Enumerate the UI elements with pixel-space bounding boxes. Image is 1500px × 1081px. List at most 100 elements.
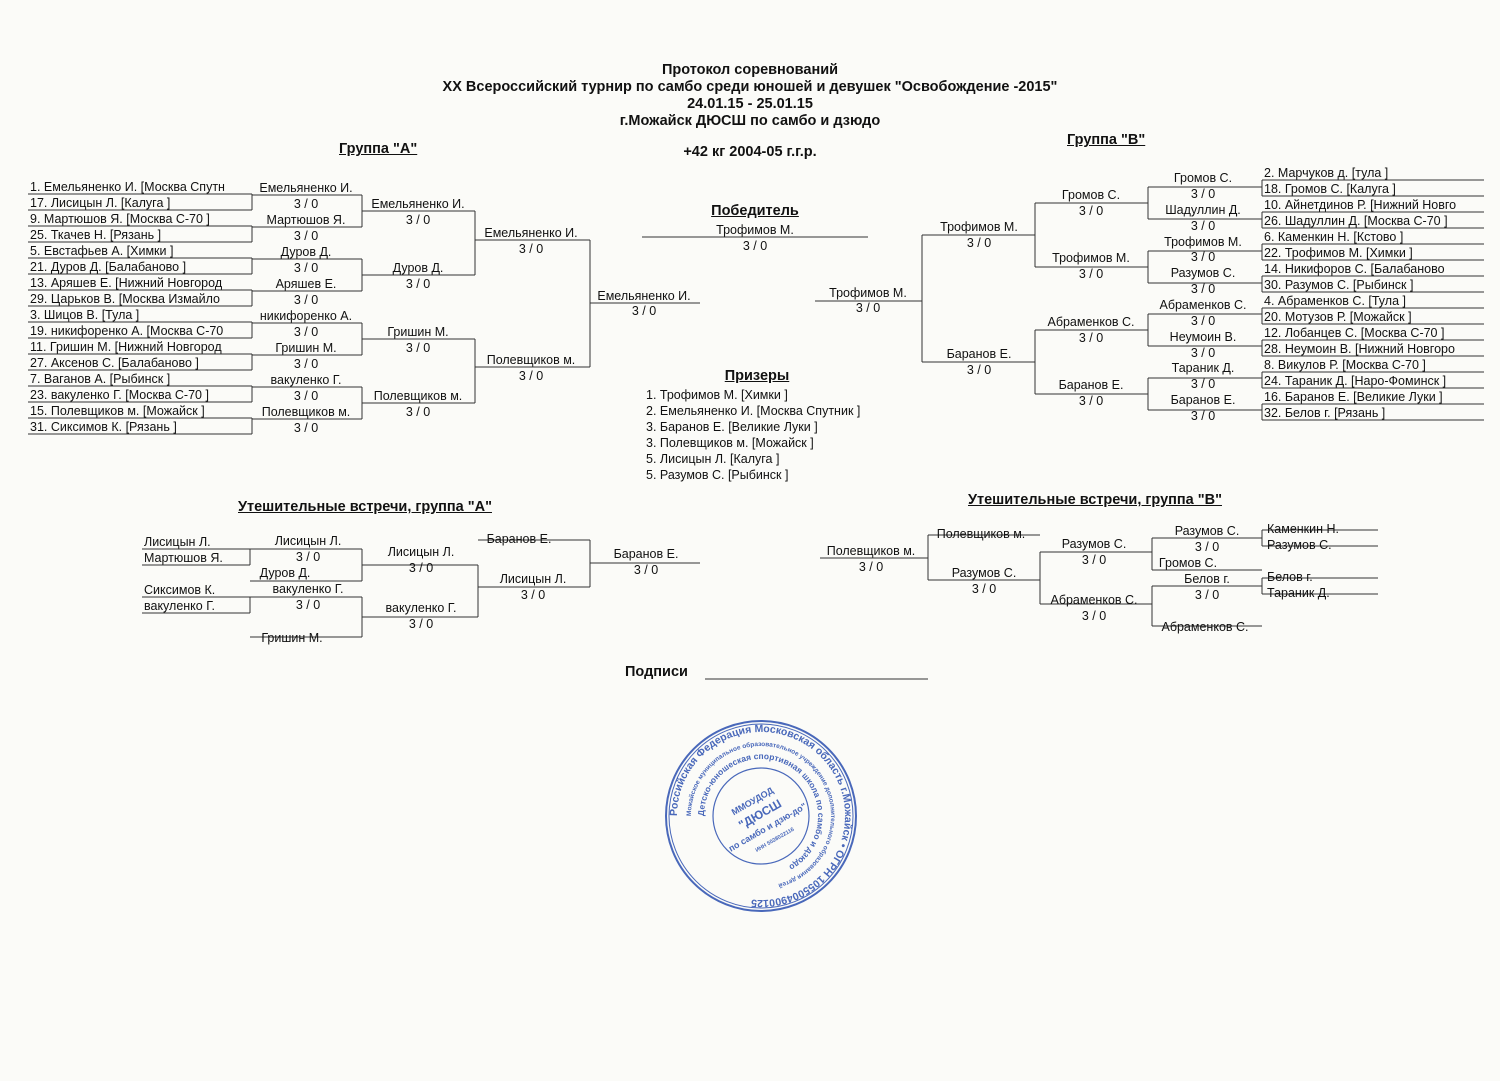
group-b-final-winner: Трофимов М. <box>829 286 907 300</box>
consol-entrant: Каменкин Н. <box>1267 522 1340 536</box>
entrant: 25. Ткачев Н. [Рязань ] <box>30 228 162 242</box>
entrant: 12. Лобанцев С. [Москва С-70 ] <box>1264 326 1445 340</box>
bout-winner: Баранов Е. <box>1170 393 1236 407</box>
consol-entrant: Громов С. <box>1158 556 1218 570</box>
bout-score: 3 / 0 <box>1081 553 1107 567</box>
bout-score: 3 / 0 <box>520 588 546 602</box>
bout-score: 3 / 0 <box>408 561 434 575</box>
bout-score: 3 / 0 <box>966 236 992 250</box>
bout-score: 3 / 0 <box>293 261 319 275</box>
bout-score: 3 / 0 <box>1194 540 1220 554</box>
bout-winner: Трофимов М. <box>1164 235 1242 249</box>
weight-category: +42 кг 2004-05 г.г.р. <box>683 144 817 160</box>
bout-score: 3 / 0 <box>408 617 434 631</box>
entrant: 31. Сиксимов К. [Рязань ] <box>30 420 177 434</box>
bout-winner: Полевщиков м. <box>373 389 463 403</box>
bout-winner: Баранов Е. <box>1058 378 1124 392</box>
bout-score: 3 / 0 <box>1190 187 1216 201</box>
bout-winner: Лисицын Л. <box>499 572 567 586</box>
consol-entrant: Мартюшов Я. <box>144 551 223 565</box>
consol-b-winner: Полевщиков м. <box>826 544 916 558</box>
prize-item: 2. Емельяненко И. [Москва Спутник ] <box>646 404 861 418</box>
bout-winner: Тараник Д. <box>1171 361 1235 375</box>
bout-winner: вакуленко Г. <box>385 601 457 615</box>
bout-winner: Трофимов М. <box>940 220 1018 234</box>
bout-score: 3 / 0 <box>1078 204 1104 218</box>
bout-winner: Шадуллин Д. <box>1165 203 1241 217</box>
bout-winner: Полевщиков м. <box>261 405 351 419</box>
entrant: 17. Лисицын Л. [Калуга ] <box>30 196 171 210</box>
entrant: 21. Дуров Д. [Балабаново ] <box>30 260 187 274</box>
consol-a-winner: Баранов Е. <box>613 547 679 561</box>
bout-score: 3 / 0 <box>1190 409 1216 423</box>
consol-entrant: Гришин М. <box>261 631 323 645</box>
bout-score: 3 / 0 <box>1190 282 1216 296</box>
entrant: 32. Белов г. [Рязань ] <box>1264 406 1386 420</box>
entrant: 5. Евстафьев А. [Химки ] <box>30 244 174 258</box>
consol-entrant: Лисицын Л. <box>144 535 211 549</box>
entrant: 3. Шицов В. [Тула ] <box>30 308 140 322</box>
entrant: 28. Неумоин В. [Нижний Новгоро <box>1264 342 1455 356</box>
bout-winner: Абраменков С. <box>1050 593 1138 607</box>
entrant: 4. Абраменков С. [Тула ] <box>1264 294 1406 308</box>
bout-score: 3 / 0 <box>293 325 319 339</box>
bout-score: 3 / 0 <box>518 369 544 383</box>
entrant: 24. Тараник Д. [Наро-Фоминск ] <box>1264 374 1447 388</box>
entrant: 11. Гришин М. [Нижний Новгород <box>30 340 222 354</box>
prize-item: 5. Лисицын Л. [Калуга ] <box>646 452 780 466</box>
bout-score: 3 / 0 <box>1081 609 1107 623</box>
bout-score: 3 / 0 <box>293 357 319 371</box>
bout-score: 3 / 0 <box>1190 314 1216 328</box>
bout-winner: Мартюшов Я. <box>266 213 346 227</box>
consol-entrant: Баранов Е. <box>486 532 552 546</box>
entrant: 22. Трофимов М. [Химки ] <box>1264 246 1413 260</box>
entrant: 6. Каменкин Н. [Кстово ] <box>1264 230 1404 244</box>
entrant: 13. Аряшев Е. [Нижний Новгород <box>30 276 223 290</box>
entrant: 19. никифоренко А. [Москва С-70 <box>30 324 224 338</box>
consolation-a-title: Утешительные встречи, группа "А" <box>238 499 492 515</box>
entrant: 14. Никифоров С. [Балабаново <box>1264 262 1445 276</box>
entrant: 15. Полевщиков м. [Можайск ] <box>30 404 205 418</box>
consolation-b-title: Утешительные встречи, группа "В" <box>968 492 1222 508</box>
bout-score: 3 / 0 <box>295 550 321 564</box>
bout-winner: Неумоин В. <box>1169 330 1237 344</box>
bout-score: 3 / 0 <box>966 363 992 377</box>
bout-winner: Абраменков С. <box>1159 298 1247 312</box>
bout-winner: Полевщиков м. <box>486 353 576 367</box>
entrant: 18. Громов С. [Калуга ] <box>1264 182 1396 196</box>
bout-score: 3 / 0 <box>405 341 431 355</box>
consol-entrant: Сиксимов К. <box>144 583 216 597</box>
bout-winner: никифоренко А. <box>259 309 353 323</box>
prize-item: 3. Полевщиков м. [Можайск ] <box>646 436 814 450</box>
bout-winner: Громов С. <box>1173 171 1233 185</box>
prize-item: 1. Трофимов М. [Химки ] <box>646 388 788 402</box>
entrant: 1. Емельяненко И. [Москва Спутн <box>30 180 225 194</box>
bout-winner: Аряшев Е. <box>275 277 337 291</box>
bout-score: 3 / 0 <box>405 277 431 291</box>
bout-score: 3 / 0 <box>405 405 431 419</box>
bout-score: 3 / 0 <box>1190 250 1216 264</box>
entrant: 2. Марчуков д. [тула ] <box>1264 166 1389 180</box>
entrant: 10. Айнетдинов Р. [Нижний Новго <box>1264 198 1457 212</box>
entrant: 26. Шадуллин Д. [Москва С-70 ] <box>1264 214 1448 228</box>
prizes-title: Призеры <box>724 368 790 384</box>
entrant: 23. вакуленко Г. [Москва С-70 ] <box>30 388 209 402</box>
bout-winner: вакуленко Г. <box>270 373 342 387</box>
bout-score: 3 / 0 <box>293 229 319 243</box>
entrant: 29. Царьков В. [Москва Измайло <box>30 292 220 306</box>
bout-winner: вакуленко Г. <box>272 582 344 596</box>
entrant: 16. Баранов Е. [Великие Луки ] <box>1264 390 1443 404</box>
consol-entrant: Разумов С. <box>1267 538 1332 552</box>
group-a-final-score: 3 / 0 <box>631 304 657 318</box>
winner-title: Победитель <box>711 203 799 219</box>
bout-score: 3 / 0 <box>1190 219 1216 233</box>
entrant: 7. Ваганов А. [Рыбинск ] <box>30 372 171 386</box>
bout-winner: Разумов С. <box>1170 266 1236 280</box>
bout-score: 3 / 0 <box>1190 377 1216 391</box>
entrant: 20. Мотузов Р. [Можайск ] <box>1264 310 1412 324</box>
entrant: 9. Мартюшов Я. [Москва С-70 ] <box>30 212 210 226</box>
bout-winner: Разумов С. <box>1174 524 1240 538</box>
bout-winner: Емельяненко И. <box>484 226 578 240</box>
bout-winner: Баранов Е. <box>946 347 1012 361</box>
